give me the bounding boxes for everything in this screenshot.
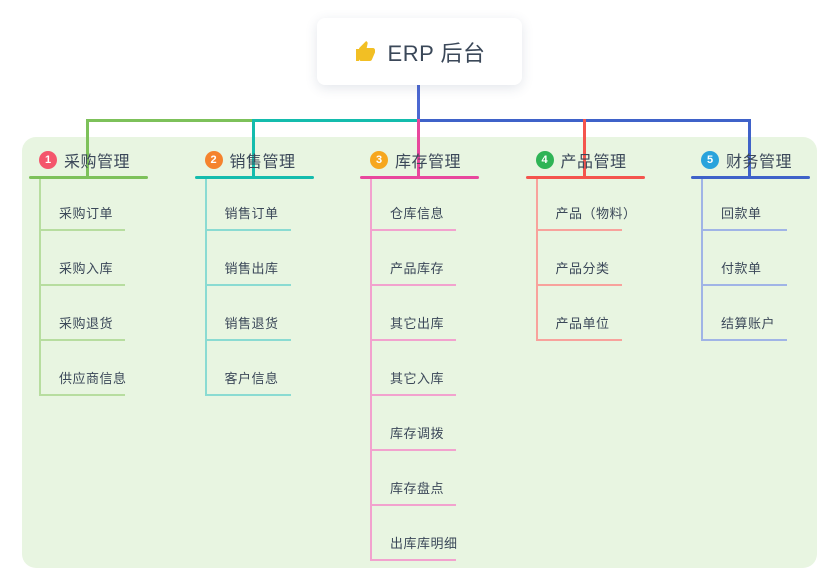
branch-label: 销售管理 — [229, 154, 296, 171]
child-node[interactable]: 回款单 — [703, 179, 787, 231]
connector-line — [748, 119, 751, 177]
branch-children: 采购订单 采购入库 采购退货 供应商信息 — [39, 179, 127, 396]
branch-header[interactable]: 1 采购管理 — [29, 144, 148, 176]
connector-line — [417, 119, 420, 177]
child-label: 仓库信息 — [390, 206, 445, 221]
child-node[interactable]: 采购退货 — [41, 286, 125, 341]
branch-children: 销售订单 销售出库 销售退货 客户信息 — [204, 179, 291, 396]
child-node[interactable]: 销售退货 — [206, 286, 291, 341]
branch-children: 仓库信息 产品库存 其它出库 其它入库 库存调拨 库存盘点 出库库明细 — [370, 179, 458, 561]
child-node[interactable]: 仓库信息 — [372, 179, 456, 231]
branch-underline — [194, 176, 314, 179]
child-label: 采购入库 — [59, 261, 114, 276]
branch-header[interactable]: 4 产品管理 — [526, 144, 645, 176]
child-node[interactable]: 出库库明细 — [372, 506, 458, 561]
child-node[interactable]: 采购入库 — [41, 231, 125, 286]
branch-label: 库存管理 — [395, 154, 462, 171]
root-title: ERP 后台 — [387, 40, 486, 66]
child-label: 客户信息 — [224, 371, 279, 386]
branch-header[interactable]: 5 财务管理 — [691, 144, 810, 176]
child-label: 库存盘点 — [390, 481, 445, 496]
child-node[interactable]: 库存盘点 — [372, 451, 456, 506]
branch-number-badge: 1 — [39, 151, 57, 169]
connector-line — [253, 119, 418, 122]
child-label: 销售出库 — [224, 261, 279, 276]
branch-underline — [691, 176, 810, 179]
connector-line — [582, 119, 586, 177]
child-label: 结算账户 — [721, 316, 776, 331]
branch-underline — [360, 176, 479, 179]
connector-line — [86, 119, 89, 177]
root-node[interactable]: ERP 后台 — [317, 18, 522, 85]
child-node[interactable]: 结算账户 — [703, 286, 787, 341]
child-node[interactable]: 付款单 — [703, 231, 787, 286]
child-node[interactable]: 产品（物料） — [537, 179, 636, 231]
branch-underline — [525, 176, 645, 179]
thumbs-up-icon — [355, 40, 375, 61]
child-node[interactable]: 供应商信息 — [41, 341, 127, 396]
child-node[interactable]: 产品分类 — [537, 231, 622, 286]
child-label: 其它入库 — [390, 371, 445, 386]
child-label: 产品单位 — [555, 316, 610, 331]
branch-header[interactable]: 2 销售管理 — [195, 144, 314, 176]
branch-underline — [29, 176, 148, 179]
child-node[interactable]: 销售出库 — [206, 231, 291, 286]
child-node[interactable]: 其它入库 — [372, 341, 456, 396]
branch-number-badge: 2 — [204, 151, 223, 169]
branch-label: 产品管理 — [560, 154, 627, 171]
branch-number-badge: 4 — [535, 151, 554, 169]
branch-children: 回款单 付款单 结算账户 — [701, 179, 787, 341]
branch: 5 财务管理 回款单 付款单 结算账户 — [691, 144, 810, 341]
child-node[interactable]: 销售订单 — [206, 179, 291, 231]
child-label: 其它出库 — [390, 316, 445, 331]
child-label: 采购订单 — [59, 206, 114, 221]
child-label: 回款单 — [721, 206, 762, 221]
branch: 2 销售管理 销售订单 销售出库 销售退货 客户信息 — [194, 144, 314, 396]
connector-line — [416, 84, 420, 121]
child-label: 库存调拨 — [390, 426, 445, 441]
child-label: 产品库存 — [390, 261, 445, 276]
child-label: 销售退货 — [224, 316, 279, 331]
branch-number-badge: 5 — [701, 151, 719, 169]
branch-label: 采购管理 — [64, 154, 131, 171]
child-label: 供应商信息 — [59, 371, 127, 386]
child-node[interactable]: 库存调拨 — [372, 396, 456, 451]
child-label: 采购退货 — [59, 316, 114, 331]
child-node[interactable]: 客户信息 — [206, 341, 291, 396]
connector-line — [251, 119, 255, 177]
branch-header[interactable]: 3 库存管理 — [360, 144, 479, 176]
child-label: 付款单 — [721, 261, 762, 276]
child-node[interactable]: 产品单位 — [537, 286, 622, 341]
child-label: 销售订单 — [224, 206, 279, 221]
branch: 3 库存管理 仓库信息 产品库存 其它出库 其它入库 库存调拨 库存盘点 出库库… — [360, 144, 479, 561]
branch-number-badge: 3 — [370, 151, 388, 169]
branch-children: 产品（物料） 产品分类 产品单位 — [535, 179, 636, 341]
child-node[interactable]: 产品库存 — [372, 231, 456, 286]
branches-background-panel — [22, 137, 817, 568]
child-node[interactable]: 其它出库 — [372, 286, 456, 341]
thumbs-up-path — [355, 40, 375, 61]
child-label: 产品（物料） — [555, 206, 637, 221]
child-node[interactable]: 采购订单 — [41, 179, 125, 231]
child-label: 产品分类 — [555, 261, 610, 276]
branch: 1 采购管理 采购订单 采购入库 采购退货 供应商信息 — [29, 144, 148, 396]
connector-line — [87, 119, 254, 122]
child-label: 出库库明细 — [390, 536, 458, 551]
branch: 4 产品管理 产品（物料） 产品分类 产品单位 — [525, 144, 645, 341]
branch-label: 财务管理 — [726, 154, 793, 171]
